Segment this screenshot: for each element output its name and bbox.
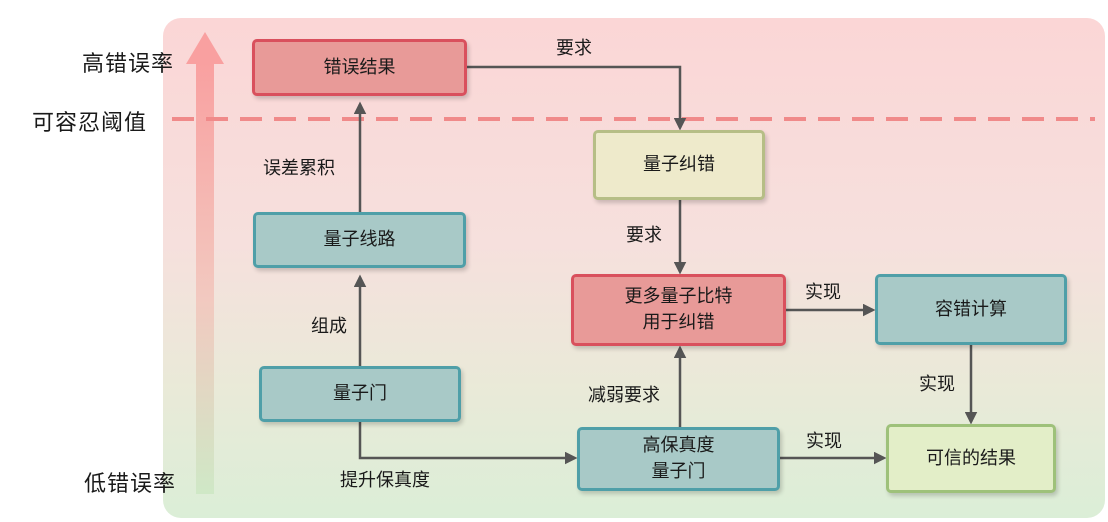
low-error-rate-label: 低错误率 (84, 472, 177, 497)
edge-gate-to-hifi (358, 422, 578, 465)
node-high-fidelity-quantum-gate: 高保真度 量子门 (577, 427, 780, 491)
node-quantum-error-correction: 量子纠错 (593, 130, 765, 200)
node-error-result: 错误结果 (252, 39, 467, 96)
edge-error-to-qec (466, 65, 687, 131)
node-quantum-circuit: 量子线路 (253, 212, 466, 268)
threshold-label: 可容忍阈值 (32, 111, 148, 136)
high-error-rate-label: 高错误率 (82, 52, 175, 77)
node-more-qubits-for-correction: 更多量子比特 用于纠错 (571, 274, 786, 346)
edge-label-realize-3: 实现 (806, 431, 842, 452)
node-fault-tolerant-computing: 容错计算 (875, 274, 1067, 345)
edge-label-improve-fidelity: 提升保真度 (340, 470, 430, 491)
edge-label-requires-2: 要求 (626, 225, 662, 246)
edge-label-reduce-requirement: 减弱要求 (588, 385, 660, 406)
edge-label-error-accumulation: 误差累积 (263, 158, 335, 179)
edge-label-requires-1: 要求 (556, 38, 592, 59)
edge-label-compose: 组成 (311, 316, 347, 337)
error-scale-arrow (186, 32, 224, 494)
node-trusted-result: 可信的结果 (886, 424, 1056, 493)
edge-label-realize-2: 实现 (919, 374, 955, 395)
edge-label-realize-1: 实现 (805, 282, 841, 303)
node-quantum-gate: 量子门 (259, 366, 461, 422)
